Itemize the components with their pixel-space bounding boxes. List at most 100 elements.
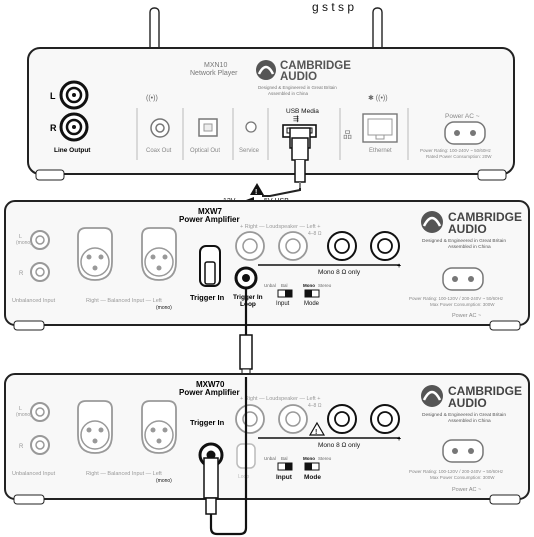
svg-text:+: + [397, 436, 401, 443]
amp1-power-consumption: Max Power Consumption: 300W [430, 302, 495, 307]
amp2-trigger-loop-faint: Loop [238, 474, 249, 480]
amp2-unbal-right-jack[interactable] [30, 435, 50, 455]
amp2-unbalanced-input: Unbalanced Input [12, 471, 56, 477]
amp1-input-bal: Bal [281, 283, 288, 288]
svg-text:!: ! [255, 189, 257, 196]
amp1-xlr-right[interactable] [77, 227, 113, 281]
amp1-subtitle: Power Amplifier [179, 215, 240, 224]
mxn10-brand-line2: AUDIO [280, 71, 317, 83]
mxn10-power-socket[interactable] [444, 121, 486, 145]
svg-text:R: R [19, 444, 24, 450]
amp1-unbalanced-input: Unbalanced Input [12, 298, 56, 304]
ethernet-port[interactable] [362, 113, 398, 143]
svg-text:L: L [19, 406, 22, 412]
amp2-mode-label: Mode [304, 474, 321, 481]
amp2-xlr-left[interactable] [141, 400, 177, 454]
amp1-model: MXW7 [198, 207, 223, 216]
amp2-chassis [4, 373, 530, 500]
amp1-input-switch[interactable] [277, 289, 293, 298]
amp2-tagline2: Assembled in China [448, 418, 491, 424]
amp1-xlr-left[interactable] [141, 227, 177, 281]
usb-cable [262, 127, 311, 197]
mxn10-coax-out: Coax Out [146, 148, 172, 154]
optical-out-port[interactable] [198, 118, 218, 137]
amp1-trigger-in: Trigger In [190, 293, 225, 302]
amp2-mono-only: Mono 8 Ω only [318, 442, 361, 449]
amp1-mode-stereo: Stereo [318, 283, 332, 288]
amp1-brand-line1: CAMBRIDGE [448, 210, 522, 224]
amp2-speaker-terminal-2[interactable] [278, 404, 308, 434]
network-icon: 品 [343, 130, 352, 140]
amp1-speaker-terminal-3[interactable] [327, 231, 357, 261]
amp2-speaker-terminal-1[interactable] [235, 404, 265, 434]
mxn10-model: MXN10 [204, 62, 227, 69]
amp2-mode-switch[interactable] [304, 462, 320, 471]
amp1-brand-line2: AUDIO [448, 222, 487, 236]
amp1-unbal-right-jack[interactable] [30, 262, 50, 282]
amp2-input-bal: Bal [281, 456, 288, 461]
usb-symbol-icon: ⇶ [293, 115, 299, 123]
mxn10-power-rating: Power Rating: 100-240V ~ 50/60Hz [420, 148, 492, 153]
amp1-unit: MXW7 Power Amplifier L (mono) R Unbalanc… [4, 200, 530, 331]
mxn10-left-channel: L [50, 91, 56, 101]
amp1-chassis [4, 200, 530, 326]
amp2-input-switch[interactable] [277, 462, 293, 471]
amp1-cambridge-audio-logo [421, 211, 443, 233]
amp2-unit: MXW70 Power Amplifier L (mono) R Unbalan… [4, 373, 530, 505]
amp1-trigger-loop-2: Loop [240, 301, 256, 308]
amp2-speaker-terminal-3[interactable] [327, 404, 357, 434]
amp1-input-label: Input [276, 301, 290, 307]
amp2-mode-stereo: Stereo [318, 456, 332, 461]
amp1-power-socket[interactable] [442, 267, 484, 291]
amp1-input-unbal: Unbal [264, 283, 276, 288]
amp1-speaker-terminal-4[interactable] [370, 231, 400, 261]
service-port[interactable] [245, 121, 257, 133]
amp1-trigger-in-jack[interactable] [199, 245, 221, 287]
line-out-left-jack[interactable] [59, 80, 89, 110]
amp2-subtitle: Power Amplifier [179, 388, 240, 397]
amp2-brand-line1: CAMBRIDGE [448, 384, 522, 398]
amp2-mode-mono: Mono [303, 456, 315, 461]
amp1-power-ac: Power AC ~ [452, 313, 481, 319]
mxn10-service: Service [239, 148, 260, 154]
coax-out-jack[interactable] [150, 118, 170, 138]
amp2-trigger-in: Trigger In [190, 418, 225, 427]
amp1-l-mono: L [19, 234, 22, 240]
amp2-mono-note: (mono) [156, 478, 172, 484]
amp1-power-rating: Power Rating: 100-120V / 200-240V ~ 50/6… [409, 296, 504, 301]
amp1-mode-label: Mode [304, 301, 320, 307]
amp2-power-rating: Power Rating: 100-120V / 200-240V ~ 50/6… [409, 469, 504, 474]
amp2-unbal-left-jack[interactable] [30, 402, 50, 422]
mxn10-usb-media: USB Media [286, 108, 319, 115]
wifi-label-left: ((•)) [146, 95, 158, 102]
amp1-tagline1: Designed & Engineered in Great Britain [422, 238, 506, 244]
svg-text:+: + [397, 263, 401, 270]
amp2-power-ac: Power AC ~ [452, 487, 481, 493]
mxn10-power-consumption: Rated Power Consumption: 20W [426, 154, 492, 159]
amp1-mode-mono: Mono [303, 283, 315, 288]
svg-text:(mono): (mono) [16, 412, 32, 418]
svg-text:!: ! [315, 429, 317, 436]
amp2-speaker-terminal-4[interactable] [370, 404, 400, 434]
amp1-mono-only: Mono 8 Ω only [318, 269, 361, 276]
amp2-power-consumption: Max Power Consumption: 300W [430, 475, 495, 480]
line-out-right-jack[interactable] [59, 112, 89, 142]
amp2-input-label: Input [276, 474, 293, 481]
trigger-cable-2 [203, 377, 248, 536]
mxn10-tagline2: Assembled in China [268, 91, 309, 96]
amp1-l-mono-sub: (mono) [16, 240, 32, 246]
amp1-unbal-left-jack[interactable] [30, 230, 50, 250]
mxn10-tagline1: Designed & Engineered in Great Britain [258, 85, 337, 90]
amp2-power-socket[interactable] [442, 439, 484, 463]
amp2-model: MXW70 [196, 380, 225, 389]
amp1-speaker-terminal-2[interactable] [278, 231, 308, 261]
amp1-trigger-loop-jack[interactable] [234, 266, 258, 290]
amp1-balanced-label: Right — Balanced Input — Left [86, 298, 162, 304]
mxn10-right-channel: R [50, 123, 57, 133]
amp1-mode-switch[interactable] [304, 289, 320, 298]
amp2-xlr-right[interactable] [77, 400, 113, 454]
warning-icon: ! [250, 183, 264, 196]
amp1-speaker-terminal-1[interactable] [235, 231, 265, 261]
mxn10-power-ac: Power AC ~ [445, 113, 480, 120]
